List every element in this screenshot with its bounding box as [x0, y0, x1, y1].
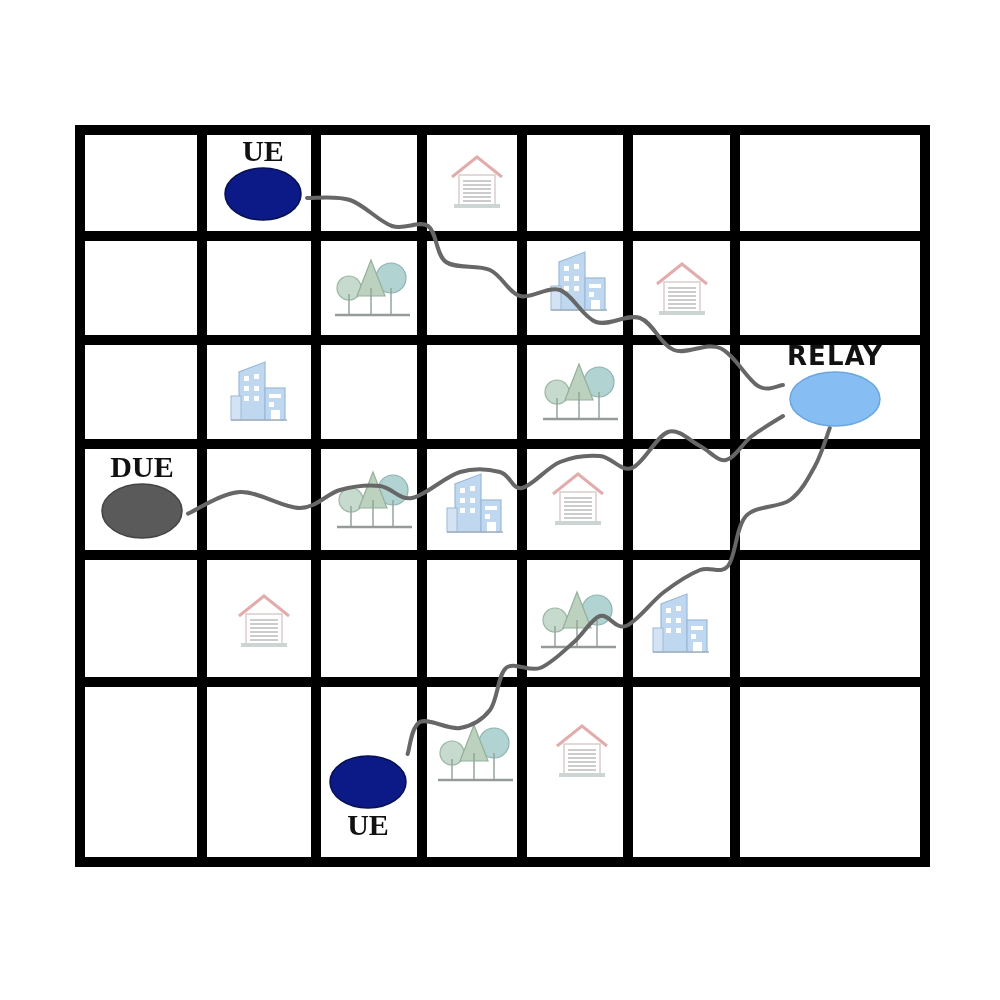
wireless-link	[307, 197, 783, 388]
link-path	[408, 428, 830, 754]
device-ellipse	[788, 370, 882, 428]
relay-node: RELAY	[783, 342, 887, 428]
node-label: UE	[324, 810, 412, 840]
link-path	[188, 416, 783, 514]
device-ellipse	[100, 482, 184, 540]
node-label: UE	[219, 136, 307, 166]
node-label: DUE	[96, 452, 188, 482]
ue-node: UE	[219, 136, 307, 222]
wireless-link	[188, 416, 783, 514]
device-ellipse	[223, 166, 303, 222]
due-node: DUE	[96, 452, 188, 540]
wireless-link	[408, 428, 830, 754]
link-path	[307, 197, 783, 388]
device-ellipse	[328, 754, 408, 810]
node-label: RELAY	[783, 342, 887, 370]
ue-node: UE	[324, 754, 412, 840]
